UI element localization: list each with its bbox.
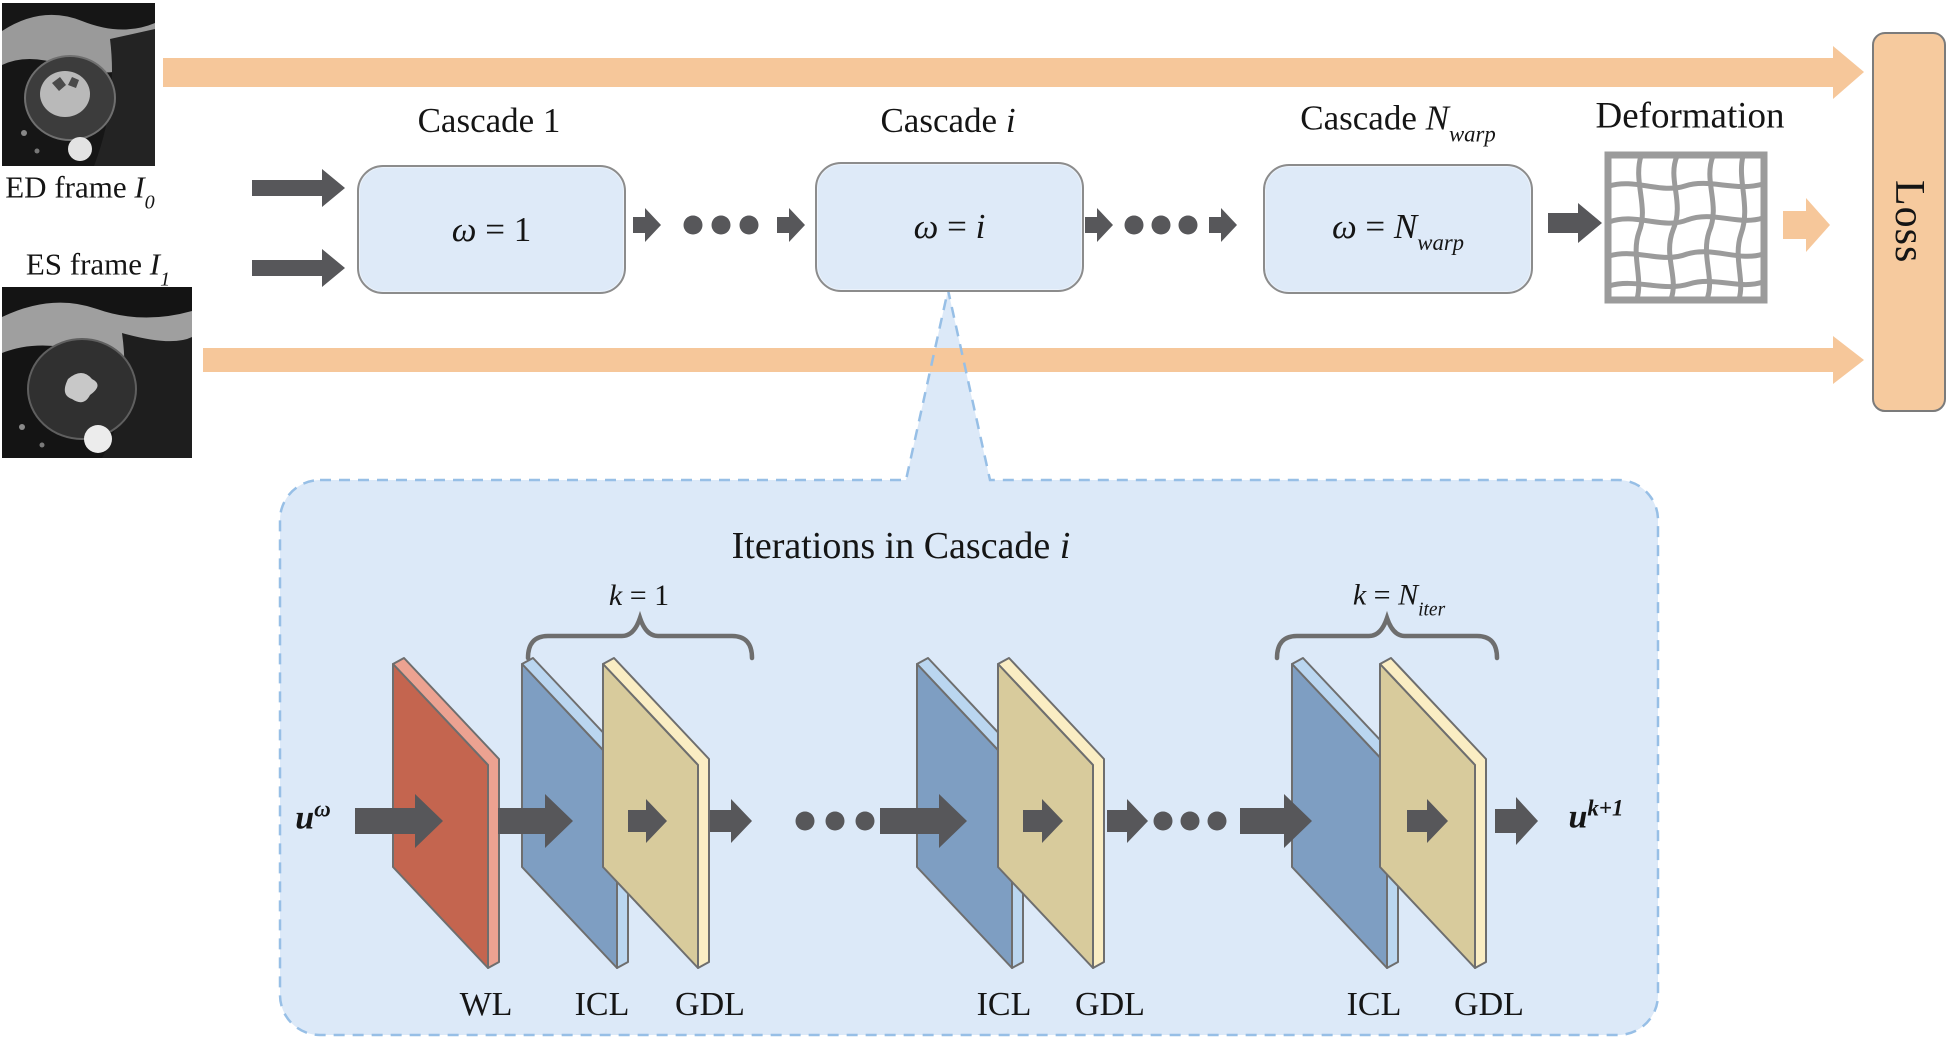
- deformation-label: Deformation: [1595, 95, 1785, 137]
- ed-frame-label-text: ED frame: [5, 169, 135, 205]
- k-var: k: [608, 579, 623, 612]
- n-var: N: [1398, 578, 1419, 612]
- cascade-nwarp-value: N: [1393, 206, 1418, 246]
- omega-symbol: ω: [1331, 206, 1357, 246]
- cascade-i-title-text: Cascade: [880, 101, 1006, 140]
- k-equals-1-label: k = 1: [609, 579, 669, 613]
- u-omega-input-label: uω: [295, 796, 331, 837]
- cascade1-out-arrow: [633, 208, 661, 242]
- ed-frame-subscript: 0: [144, 191, 155, 214]
- icl3-in-arrow: [1240, 794, 1312, 848]
- wl-to-icl-arrow: [498, 794, 573, 848]
- u-superscript: ω: [314, 796, 331, 822]
- orange-flow-arrows: [163, 46, 1864, 384]
- icl-layer-label: ICL: [574, 986, 630, 1023]
- es-frame-mri-image: [2, 287, 192, 458]
- gdl-layer-label: GDL: [1454, 986, 1524, 1023]
- panel-connectors: [355, 794, 1538, 848]
- wl-plate-icon: [392, 657, 500, 969]
- u-omega-input-arrow: [355, 794, 443, 848]
- ed-frame-variable: I: [134, 169, 145, 205]
- equals: =: [1366, 578, 1399, 612]
- top-flow-arrow-head: [1833, 46, 1864, 99]
- deformation-to-loss-arrow: [1783, 198, 1830, 252]
- loss-label: Loss: [1886, 180, 1932, 264]
- niter-subscript: iter: [1418, 599, 1446, 620]
- cascade-nwarp-title-sub: warp: [1448, 121, 1496, 147]
- k-equals-niter-label: k = Niter: [1352, 578, 1446, 621]
- omega-symbol: ω: [451, 209, 477, 249]
- bottom-flow-arrow-shaft: [203, 348, 1833, 372]
- cascade-i-out-arrow: [1085, 208, 1113, 242]
- cascade-n-in-arrow: [1209, 208, 1237, 242]
- cascade-i-title-var: i: [1005, 101, 1016, 140]
- ed-input-arrow: [252, 169, 345, 207]
- loss-box: Loss: [1872, 32, 1946, 412]
- u-base: u: [1568, 798, 1588, 836]
- u-superscript: k+1: [1587, 795, 1624, 821]
- gdl-layer-label: GDL: [1075, 986, 1145, 1023]
- u-k1-output-label: uk+1: [1568, 795, 1623, 836]
- cascade-n-to-grid-arrow: [1548, 203, 1602, 243]
- cascade-i-value: i: [975, 207, 986, 246]
- equals: =: [1356, 206, 1394, 246]
- wl-layer-label: WL: [459, 986, 513, 1023]
- cascade-i-box: ω = i: [815, 162, 1084, 292]
- bottom-flow-arrow-head: [1833, 336, 1864, 384]
- icl-layer-label: ICL: [976, 986, 1032, 1023]
- cascade-i-title: Cascade i: [880, 101, 1015, 141]
- gdl-out-arrow: [710, 799, 752, 843]
- icl2-to-gdl2-arrow: [1023, 799, 1063, 843]
- cascade-nwarp-box: ω = Nwarp: [1263, 164, 1533, 294]
- es-input-arrow: [252, 249, 345, 287]
- equals: =: [476, 209, 514, 249]
- top-row-connectors: [252, 169, 1602, 287]
- gdl-layer-label: GDL: [675, 986, 745, 1023]
- cascade-1-title-text: Cascade 1: [417, 101, 561, 140]
- layer-plates: [392, 657, 1487, 969]
- omega-symbol: ω: [913, 207, 939, 246]
- cascade-nwarp-title-var: N: [1425, 98, 1449, 138]
- iterations-title-var: i: [1059, 525, 1071, 567]
- icl-to-gdl-arrow: [628, 799, 667, 843]
- u-k1-output-arrow: [1495, 797, 1538, 845]
- cascade-nwarp-value-sub: warp: [1417, 229, 1465, 255]
- k-var: k: [1352, 578, 1367, 612]
- es-frame-label-text: ES frame: [25, 246, 150, 282]
- iteration-braces: [525, 610, 1500, 661]
- ed-frame-mri-image: [2, 3, 155, 166]
- cascade-i-in-arrow: [777, 208, 805, 242]
- iterations-title-text: Iterations in Cascade: [731, 525, 1060, 567]
- ed-frame-label: ED frame I0: [5, 169, 155, 214]
- cascade-1-value: 1: [513, 209, 532, 249]
- cascade-nwarp-title-text: Cascade: [1300, 98, 1426, 138]
- u-base: u: [295, 799, 315, 837]
- cascade-nwarp-title: Cascade Nwarp: [1300, 98, 1496, 147]
- equals: =: [938, 207, 976, 246]
- icl2-in-arrow: [880, 794, 967, 848]
- cascade-1-title: Cascade 1: [418, 101, 561, 141]
- top-flow-arrow-shaft: [163, 58, 1833, 87]
- iterations-panel-outline: [278, 289, 1660, 1037]
- es-frame-variable: I: [149, 246, 161, 282]
- iterations-panel-title: Iterations in Cascade i: [732, 524, 1071, 568]
- k1-brace: [525, 610, 755, 661]
- deformation-grid-icon: [1604, 151, 1768, 304]
- es-frame-subscript: 1: [160, 268, 171, 291]
- gdl2-out-arrow: [1107, 799, 1148, 843]
- icl-layer-label: ICL: [1346, 986, 1402, 1023]
- es-frame-label: ES frame I1: [25, 246, 171, 291]
- icl3-to-gdl3-arrow: [1407, 799, 1448, 843]
- cascade-1-box: ω = 1: [357, 165, 626, 294]
- k-value: = 1: [622, 579, 670, 612]
- k-niter-brace: [1274, 610, 1500, 661]
